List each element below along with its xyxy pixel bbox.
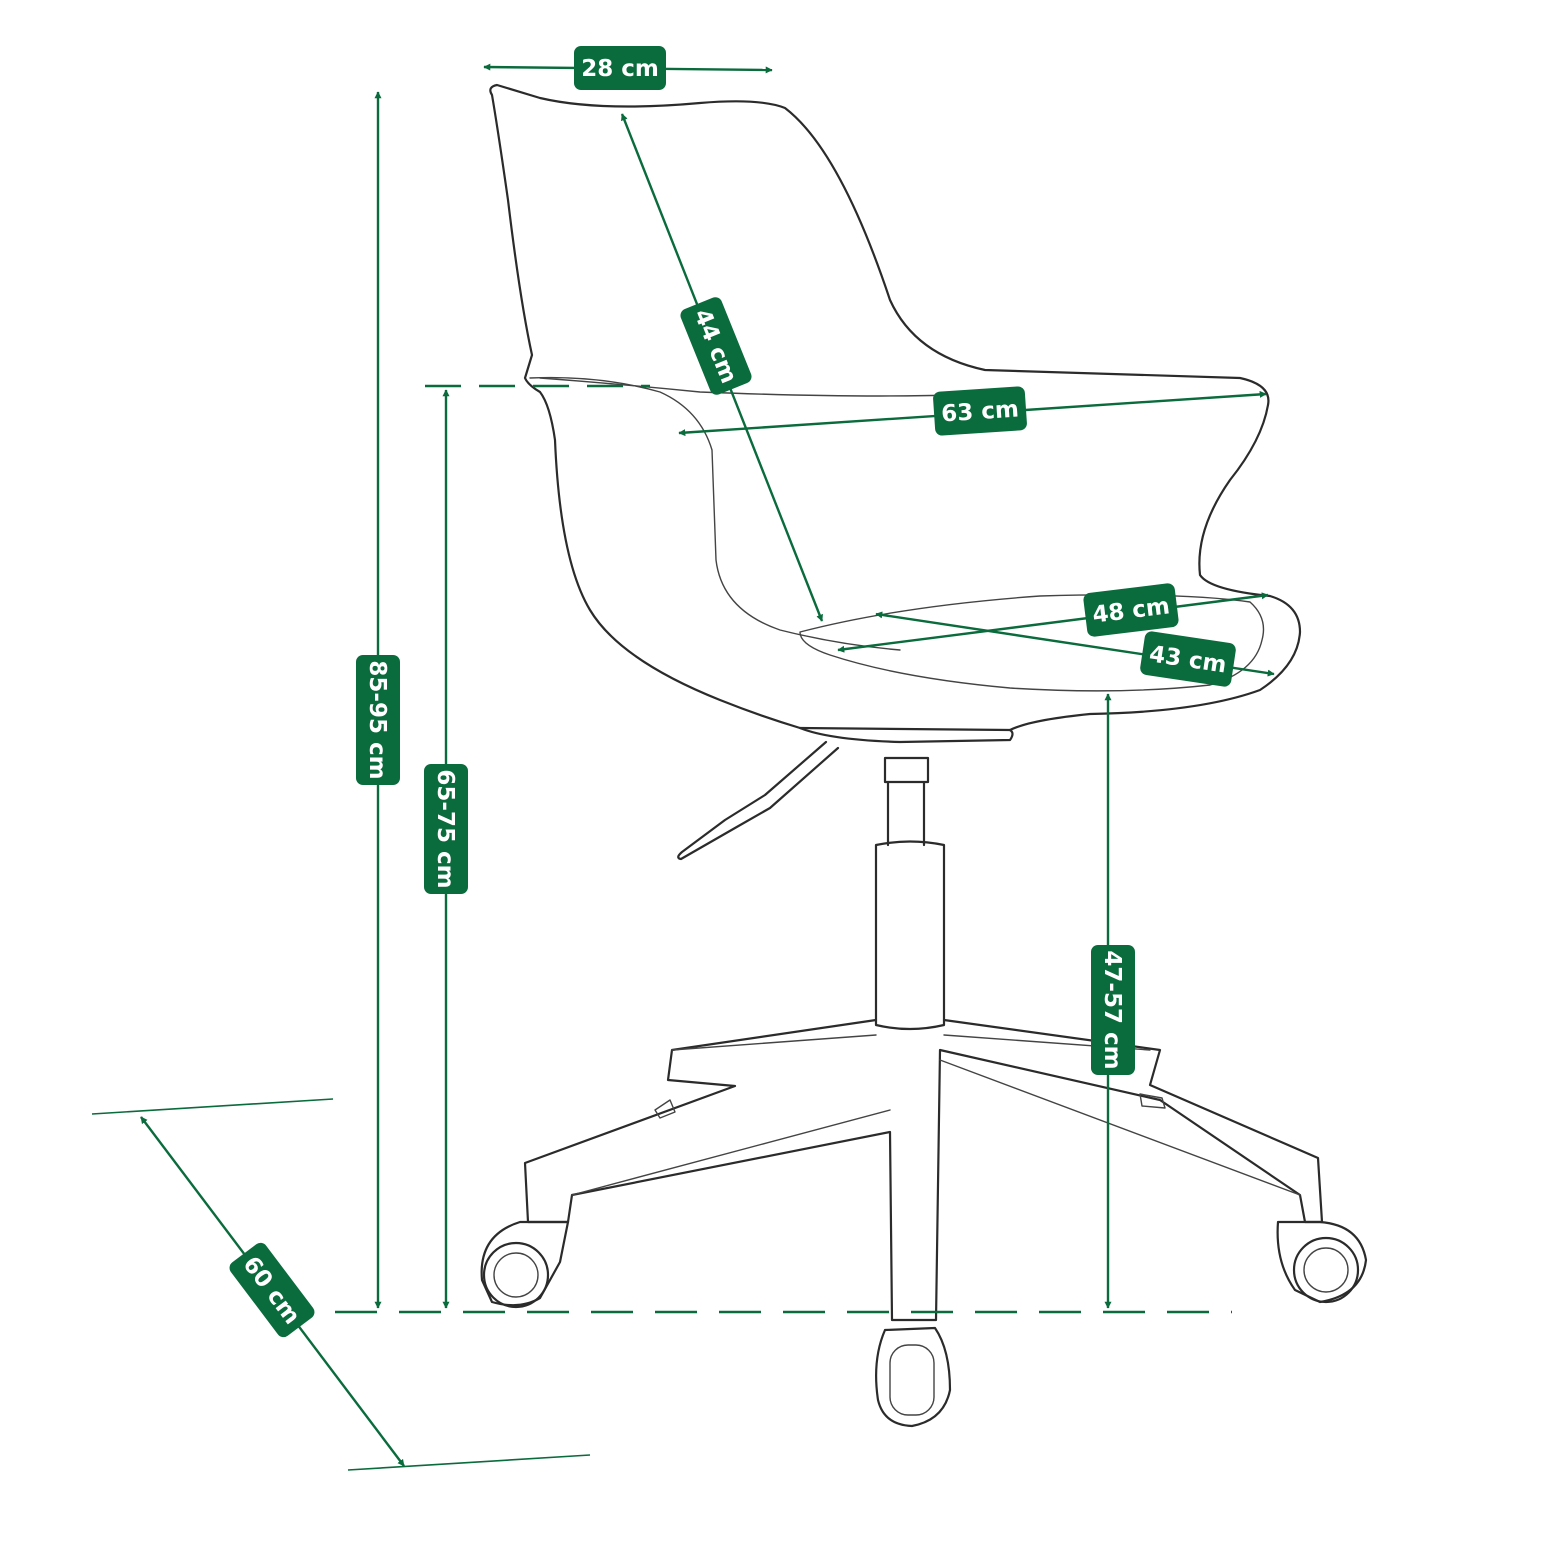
backrest-top-width-label: 28 cm bbox=[574, 46, 666, 90]
base-guide-bottom bbox=[347, 1454, 591, 1471]
svg-text:47-57 cm: 47-57 cm bbox=[1099, 950, 1125, 1069]
guide-lines bbox=[91, 384, 1232, 1471]
total-height-label: 85-95 cm bbox=[356, 655, 400, 785]
column-collar bbox=[883, 756, 930, 847]
svg-text:85-95 cm: 85-95 cm bbox=[364, 660, 390, 779]
backrest-height-label: 44 cm bbox=[680, 297, 752, 395]
caster-left bbox=[480, 1220, 570, 1309]
dimension-labels: 28 cm 44 cm 63 cm 48 cm 43 cm 85-95 cm 6… bbox=[229, 46, 1236, 1338]
backrest-outline bbox=[489, 83, 1302, 732]
svg-text:63 cm: 63 cm bbox=[940, 396, 1019, 427]
armrest-inner-ridge bbox=[529, 376, 901, 651]
seat-plate bbox=[798, 726, 1014, 744]
svg-text:28 cm: 28 cm bbox=[581, 56, 659, 82]
chair-drawing bbox=[480, 83, 1368, 1428]
seat-depth-label: 43 cm bbox=[1140, 631, 1236, 687]
caster-back-right bbox=[1139, 1093, 1166, 1109]
armrest-height-label: 65-75 cm bbox=[424, 764, 468, 894]
seat-width-label: 48 cm bbox=[1083, 583, 1179, 637]
height-lever bbox=[677, 740, 840, 861]
base-hub-edge bbox=[571, 1034, 1301, 1196]
gas-cylinder bbox=[874, 840, 946, 1031]
seat-height-label: 47-57 cm bbox=[1091, 945, 1135, 1075]
dimension-arrows bbox=[140, 63, 1275, 1467]
svg-text:65-75 cm: 65-75 cm bbox=[432, 769, 458, 888]
base-guide-top bbox=[91, 1098, 334, 1115]
star-base bbox=[523, 1018, 1324, 1322]
caster-right bbox=[1276, 1220, 1368, 1304]
caster-back-left bbox=[654, 1099, 676, 1119]
base-diameter-label: 60 cm bbox=[229, 1242, 315, 1338]
caster-front bbox=[875, 1326, 952, 1428]
armrest-width-label: 63 cm bbox=[933, 386, 1027, 436]
